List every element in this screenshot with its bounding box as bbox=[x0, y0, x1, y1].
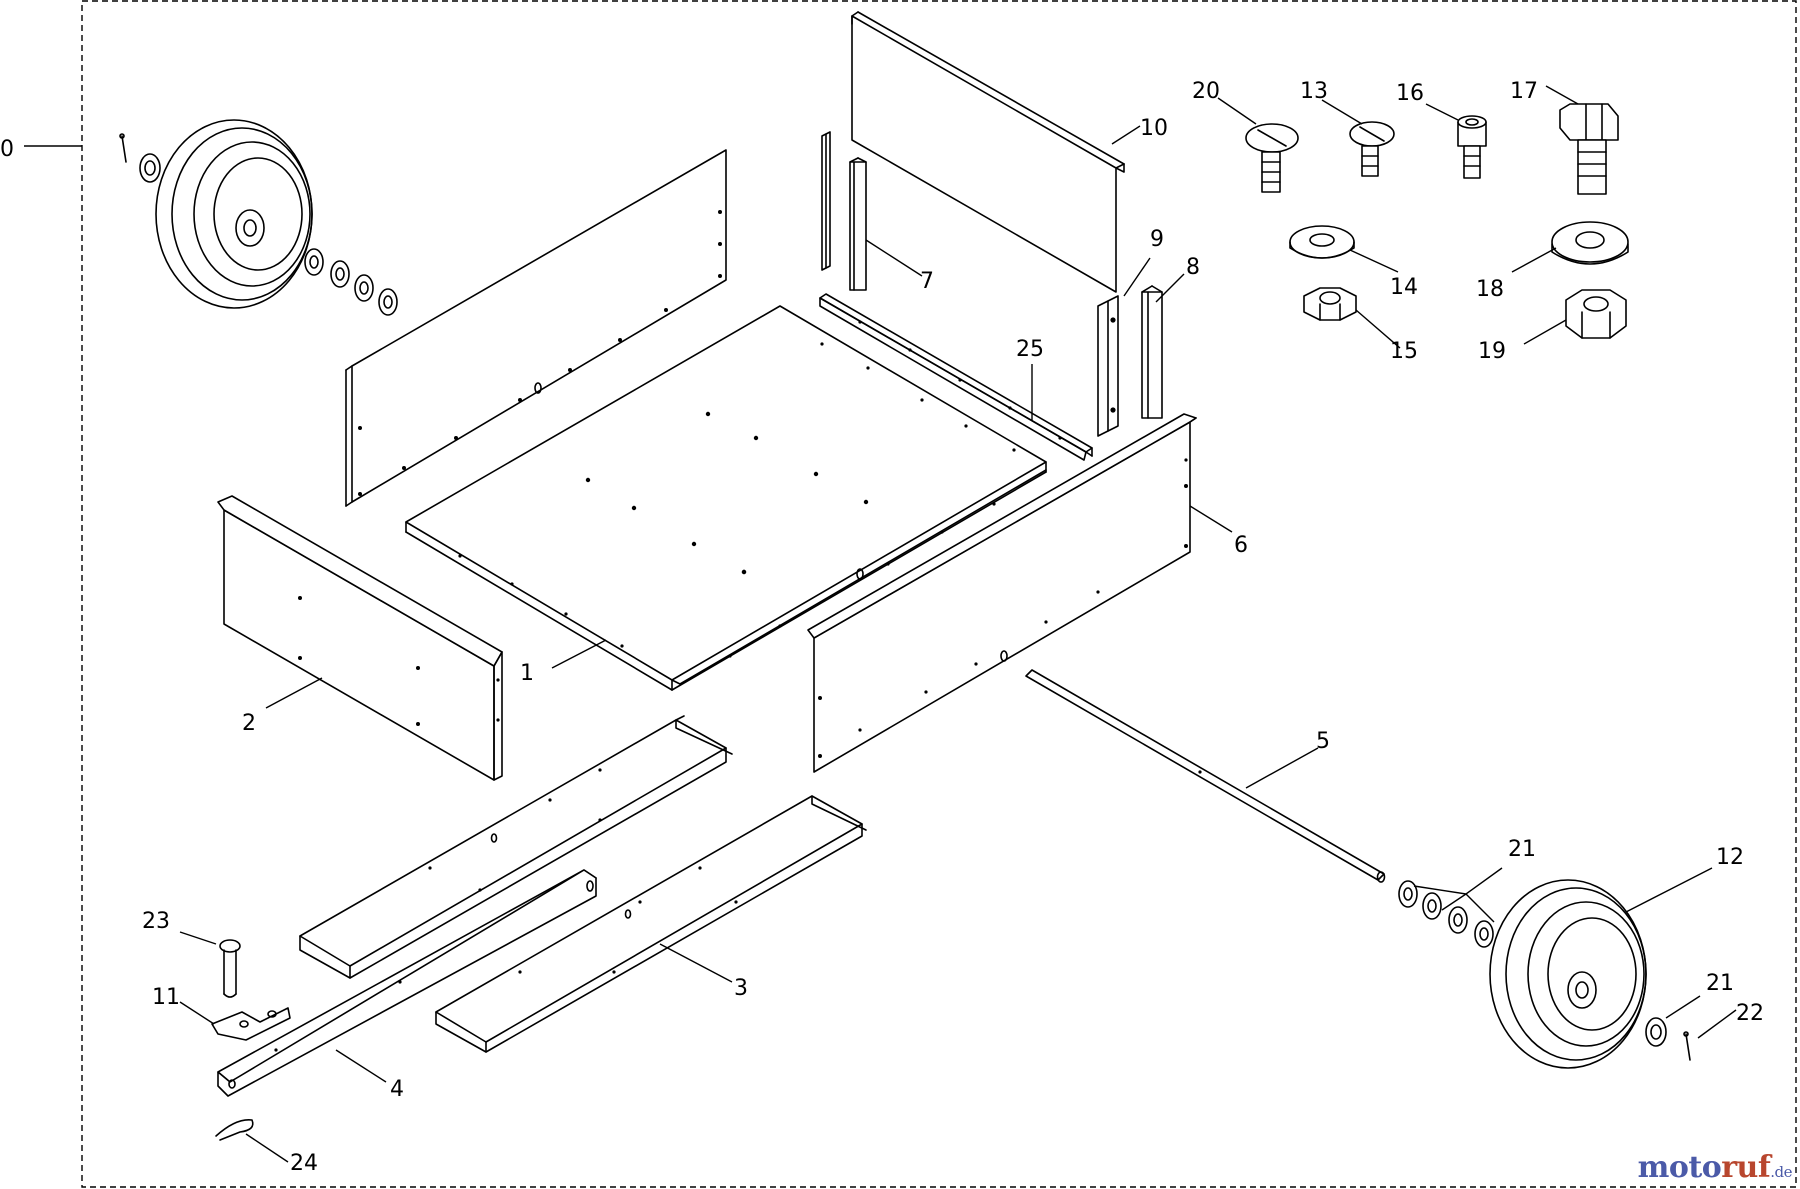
callout-9: 9 bbox=[1150, 227, 1164, 252]
callout-19: 19 bbox=[1478, 339, 1506, 364]
callout-21-lower: 21 bbox=[1706, 971, 1734, 996]
panel-10 bbox=[851, 11, 1125, 293]
clip-24 bbox=[215, 1119, 254, 1141]
screw-13 bbox=[1349, 121, 1395, 177]
washer-18 bbox=[1551, 221, 1629, 265]
leader-lines bbox=[24, 85, 1737, 1163]
callout-24: 24 bbox=[290, 1151, 318, 1176]
upright-8 bbox=[1141, 285, 1163, 419]
callout-5: 5 bbox=[1316, 729, 1330, 754]
callout-3: 3 bbox=[734, 976, 748, 1001]
callout-23: 23 bbox=[142, 909, 170, 934]
callout-10: 10 bbox=[1140, 116, 1168, 141]
callout-2: 2 bbox=[242, 711, 256, 736]
floor-plate-1 bbox=[405, 305, 1047, 691]
callout-20: 20 bbox=[1192, 79, 1220, 104]
nut-15 bbox=[1303, 287, 1357, 321]
angle-rail-25 bbox=[819, 293, 1093, 461]
callout-14: 14 bbox=[1390, 275, 1418, 300]
rear-wheel bbox=[119, 119, 398, 316]
washer-14 bbox=[1289, 225, 1355, 259]
end-panel-2 bbox=[217, 495, 503, 781]
callout-15: 15 bbox=[1390, 339, 1418, 364]
callout-13: 13 bbox=[1300, 79, 1328, 104]
upright-7 bbox=[821, 131, 867, 291]
upright-9 bbox=[1097, 295, 1119, 437]
callout-22: 22 bbox=[1736, 1001, 1764, 1026]
front-wheel-12 bbox=[1398, 879, 1691, 1069]
callout-11: 11 bbox=[152, 985, 180, 1010]
callout-labels: 0 1 2 3 4 5 6 7 8 9 10 11 12 13 14 15 16… bbox=[0, 79, 1764, 1176]
callout-25: 25 bbox=[1016, 337, 1044, 362]
bracket-11 bbox=[211, 1007, 291, 1041]
callout-0: 0 bbox=[0, 137, 14, 162]
hex-bolt-17 bbox=[1559, 103, 1619, 195]
cap-screw-16 bbox=[1457, 115, 1487, 179]
nut-19 bbox=[1565, 289, 1627, 339]
callout-21-upper: 21 bbox=[1508, 837, 1536, 862]
callout-4: 4 bbox=[390, 1077, 404, 1102]
callout-17: 17 bbox=[1510, 79, 1538, 104]
motoruf-watermark-logo: motoruf.de bbox=[1637, 1150, 1793, 1185]
channel-rail bbox=[299, 715, 733, 979]
screw-20 bbox=[1245, 123, 1299, 193]
callout-18: 18 bbox=[1476, 277, 1504, 302]
callout-16: 16 bbox=[1396, 81, 1424, 106]
callout-12: 12 bbox=[1716, 845, 1744, 870]
callout-1: 1 bbox=[520, 661, 534, 686]
side-panel-6 bbox=[807, 413, 1197, 773]
tongue-4 bbox=[217, 869, 597, 1097]
rear-side-panel bbox=[345, 149, 727, 507]
pin-23 bbox=[219, 939, 241, 998]
callout-8: 8 bbox=[1186, 255, 1200, 280]
channel-rail-3 bbox=[435, 795, 867, 1053]
axle-5 bbox=[1025, 669, 1386, 883]
callout-7: 7 bbox=[920, 269, 934, 294]
callout-6: 6 bbox=[1234, 533, 1248, 558]
